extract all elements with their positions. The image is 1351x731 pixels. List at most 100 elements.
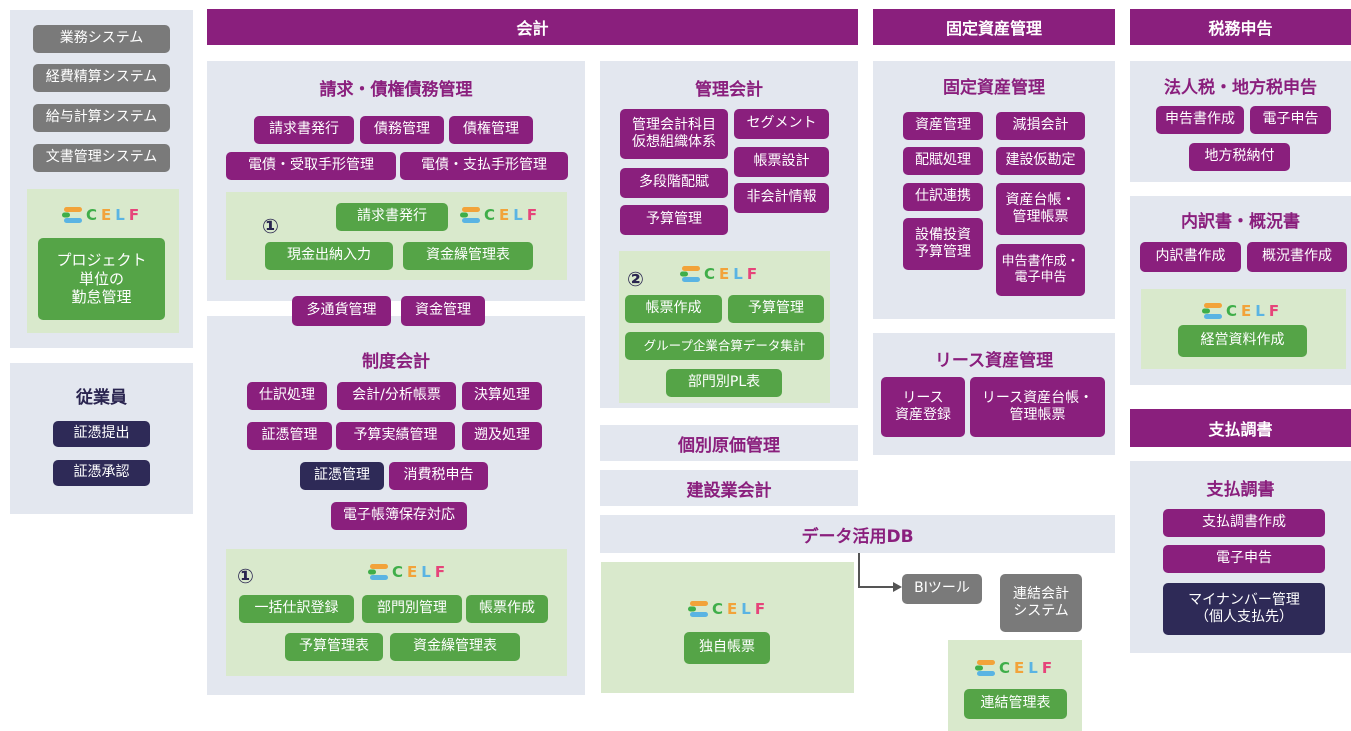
stat-closing[interactable]: 決算処理 bbox=[462, 382, 542, 410]
mgmt-celf-budget[interactable]: 予算管理 bbox=[728, 295, 824, 323]
tax-header: 税務申告 bbox=[1130, 9, 1351, 45]
celf-logo: CELF bbox=[975, 659, 1056, 677]
celf-logo: CELF bbox=[368, 563, 449, 581]
payment-title: 支払調書 bbox=[1206, 480, 1275, 500]
data-db-header: データ活用DB bbox=[600, 515, 1115, 553]
tax-return-create[interactable]: 申告書作成 bbox=[1156, 106, 1244, 134]
stat-celf-report[interactable]: 帳票作成 bbox=[466, 595, 548, 623]
stat-evidence[interactable]: 証憑管理 bbox=[247, 422, 332, 450]
detail-create[interactable]: 内訳書作成 bbox=[1140, 242, 1241, 272]
statutory-celf-number: ① bbox=[237, 564, 254, 588]
payment-create[interactable]: 支払調書作成 bbox=[1163, 509, 1325, 537]
celf-mark-icon bbox=[62, 207, 82, 223]
fa-asset-mgmt[interactable]: 資産管理 bbox=[903, 112, 983, 140]
stat-retroactive[interactable]: 遡及処理 bbox=[462, 422, 542, 450]
consolidated-table[interactable]: 連結管理表 bbox=[964, 689, 1067, 719]
billing-title: 請求・債権債務管理 bbox=[319, 80, 473, 100]
billing-payables[interactable]: 債務管理 bbox=[360, 116, 444, 144]
stat-consumption-tax[interactable]: 消費税申告 bbox=[389, 462, 488, 490]
stat-celf-cashflow[interactable]: 資金繰管理表 bbox=[390, 633, 520, 661]
mgmt-allocation[interactable]: 多段階配賦 bbox=[620, 168, 728, 198]
stat-evidence-navy[interactable]: 証憑管理 bbox=[300, 462, 384, 490]
celf-wordmark: CELF bbox=[484, 206, 542, 224]
bi-tool[interactable]: BIツール bbox=[902, 574, 982, 604]
employees-title: 従業員 bbox=[76, 388, 127, 408]
stat-celf-bulk[interactable]: 一括仕訳登録 bbox=[239, 595, 354, 623]
consolidated-system[interactable]: 連結会計 システム bbox=[1000, 574, 1082, 632]
celf-mark-icon bbox=[460, 207, 480, 223]
payment-header: 支払調書 bbox=[1130, 409, 1351, 447]
management-docs[interactable]: 経営資料作成 bbox=[1178, 325, 1307, 357]
multi-currency[interactable]: 多通貨管理 bbox=[292, 296, 391, 326]
system-business[interactable]: 業務システム bbox=[33, 25, 170, 53]
billing-receivables[interactable]: 債権管理 bbox=[449, 116, 533, 144]
custom-report[interactable]: 独自帳票 bbox=[684, 632, 770, 664]
celf-mark-icon bbox=[688, 601, 708, 617]
billing-celf-cash[interactable]: 現金出納入力 bbox=[265, 242, 393, 270]
lease-title: リース資産管理 bbox=[934, 351, 1054, 371]
stat-reports[interactable]: 会計/分析帳票 bbox=[337, 382, 456, 410]
mgmt-non-financial[interactable]: 非会計情報 bbox=[734, 183, 829, 213]
mgmt-segment[interactable]: セグメント bbox=[734, 109, 829, 139]
evidence-submit[interactable]: 証憑提出 bbox=[53, 421, 150, 447]
construction-accounting: 建設業会計 bbox=[600, 470, 858, 506]
celf-wordmark: CELF bbox=[999, 659, 1057, 677]
stat-journal[interactable]: 仕訳処理 bbox=[247, 382, 327, 410]
overview-create[interactable]: 概況書作成 bbox=[1247, 242, 1347, 272]
stat-celf-budget[interactable]: 予算管理表 bbox=[285, 633, 383, 661]
celf-logo: CELF bbox=[62, 206, 143, 224]
celf-mark-icon bbox=[368, 564, 388, 580]
lease-ledger[interactable]: リース資産台帳・ 管理帳票 bbox=[970, 377, 1105, 437]
evidence-approve[interactable]: 証憑承認 bbox=[53, 460, 150, 486]
statutory-title: 制度会計 bbox=[362, 352, 430, 372]
celf-wordmark: CELF bbox=[392, 563, 450, 581]
fa-capex-budget[interactable]: 設備投資 予算管理 bbox=[903, 218, 983, 270]
billing-e-notes-receivable[interactable]: 電債・受取手形管理 bbox=[226, 152, 396, 180]
celf-wordmark: CELF bbox=[86, 206, 144, 224]
billing-invoice[interactable]: 請求書発行 bbox=[254, 116, 354, 144]
system-payroll[interactable]: 給与計算システム bbox=[33, 104, 170, 132]
celf-wordmark: CELF bbox=[1226, 302, 1284, 320]
cost-accounting: 個別原価管理 bbox=[600, 425, 858, 461]
fa-construction-in-progress[interactable]: 建設仮勘定 bbox=[996, 147, 1085, 175]
billing-e-notes-payable[interactable]: 電債・支払手形管理 bbox=[400, 152, 568, 180]
fa-ledger[interactable]: 資産台帳・ 管理帳票 bbox=[996, 183, 1085, 235]
stat-e-books[interactable]: 電子帳簿保存対応 bbox=[331, 502, 467, 530]
billing-celf-number: ① bbox=[262, 214, 279, 238]
corporate-tax-title: 法人税・地方税申告 bbox=[1164, 78, 1317, 98]
fa-allocation[interactable]: 配賦処理 bbox=[903, 147, 983, 175]
celf-mark-icon bbox=[975, 660, 995, 676]
mgmt-celf-dept-pl[interactable]: 部門別PL表 bbox=[666, 369, 782, 397]
management-celf-number: ② bbox=[627, 267, 644, 291]
mgmt-report-design[interactable]: 帳票設計 bbox=[734, 147, 829, 177]
billing-celf-invoice[interactable]: 請求書発行 bbox=[336, 203, 448, 231]
mgmt-accounts[interactable]: 管理会計科目 仮想組織体系 bbox=[620, 109, 728, 159]
fa-impairment[interactable]: 減損会計 bbox=[996, 112, 1085, 140]
payment-e-filing[interactable]: 電子申告 bbox=[1163, 545, 1325, 573]
data-db-celf-box bbox=[601, 562, 854, 693]
mgmt-celf-report[interactable]: 帳票作成 bbox=[625, 295, 722, 323]
system-expense[interactable]: 経費精算システム bbox=[33, 64, 170, 92]
tax-e-filing[interactable]: 電子申告 bbox=[1250, 106, 1331, 134]
mgmt-budget[interactable]: 予算管理 bbox=[620, 205, 728, 235]
stat-budget-actual[interactable]: 予算実績管理 bbox=[336, 422, 455, 450]
management-title: 管理会計 bbox=[695, 80, 763, 100]
detail-title: 内訳書・概況書 bbox=[1181, 212, 1300, 232]
celf-wordmark: CELF bbox=[712, 600, 770, 618]
fa-journal-link[interactable]: 仕訳連携 bbox=[903, 183, 983, 211]
fa-tax-filing[interactable]: 申告書作成・ 電子申告 bbox=[996, 244, 1085, 296]
celf-logo: CELF bbox=[1202, 302, 1283, 320]
celf-logo: CELF bbox=[680, 265, 761, 283]
mynumber-mgmt[interactable]: マイナンバー管理 （個人支払先） bbox=[1163, 583, 1325, 635]
project-attendance[interactable]: プロジェクト 単位の 勤怠管理 bbox=[38, 238, 165, 320]
arrow-icon bbox=[858, 553, 902, 592]
local-tax-payment[interactable]: 地方税納付 bbox=[1189, 143, 1290, 171]
fixed-assets-title: 固定資産管理 bbox=[943, 78, 1045, 98]
stat-celf-dept[interactable]: 部門別管理 bbox=[362, 595, 462, 623]
system-document[interactable]: 文書管理システム bbox=[33, 144, 170, 172]
mgmt-celf-group[interactable]: グループ企業合算データ集計 bbox=[625, 332, 824, 360]
billing-celf-cashflow[interactable]: 資金繰管理表 bbox=[403, 242, 533, 270]
fund-management[interactable]: 資金管理 bbox=[401, 296, 485, 326]
celf-logo: CELF bbox=[688, 600, 769, 618]
lease-register[interactable]: リース 資産登録 bbox=[881, 377, 965, 437]
